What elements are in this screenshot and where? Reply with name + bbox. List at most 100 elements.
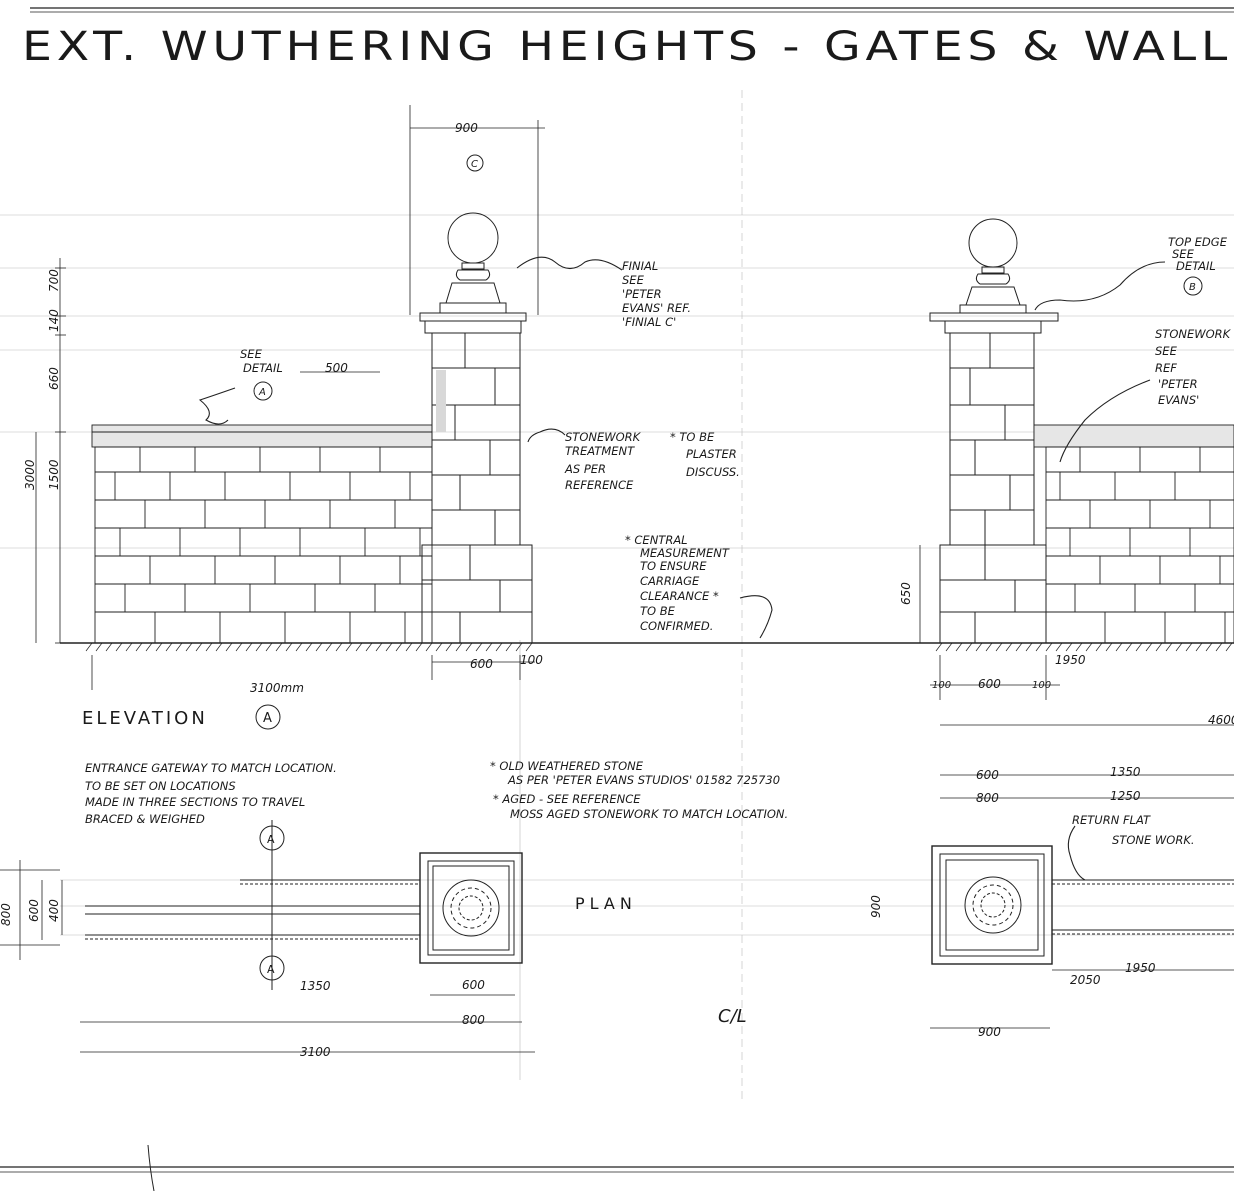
pier-ref-circle	[466, 154, 484, 172]
right-pier	[929, 218, 1059, 644]
elevation-label: ELEVATION	[82, 708, 208, 729]
svg-text:DISCUSS.: DISCUSS.	[686, 465, 740, 479]
right-plan-wall	[1052, 879, 1234, 935]
drawing-title: EXT. WUTHERING HEIGHTS - GATES & WALL	[22, 24, 1232, 70]
svg-text:TOP EDGE: TOP EDGE	[1168, 235, 1228, 249]
dim-p-600b: 600	[462, 978, 485, 992]
svg-text:DETAIL: DETAIL	[243, 361, 283, 375]
right-plan-pier	[931, 845, 1053, 965]
svg-text:MEASUREMENT: MEASUREMENT	[640, 546, 730, 560]
detail-b-circle	[1183, 276, 1203, 296]
dim-r-1250: 1250	[1110, 789, 1141, 803]
elevation-mark-circle	[255, 704, 281, 730]
dim-r-600: 600	[978, 677, 1001, 691]
dim-pier-ref: C	[471, 159, 478, 170]
leader-lines	[198, 256, 1166, 881]
svg-text:CONFIRMED.: CONFIRMED.	[640, 619, 713, 633]
svg-text:DETAIL: DETAIL	[1176, 259, 1216, 273]
dim-1500: 1500	[47, 459, 61, 490]
dim-140: 140	[47, 309, 61, 332]
elevation-mark: A	[263, 711, 272, 726]
svg-text:TO ENSURE: TO ENSURE	[640, 559, 707, 573]
svg-text:SEE: SEE	[622, 273, 645, 287]
note-central: * CENTRAL MEASUREMENT TO ENSURE CARRIAGE…	[625, 533, 730, 633]
svg-text:* AGED - SEE REFERENCE: * AGED - SEE REFERENCE	[493, 792, 641, 806]
svg-text:STONEWORK: STONEWORK	[1155, 327, 1232, 341]
svg-text:SEE: SEE	[240, 347, 263, 361]
note-top-edge: TOP EDGE SEE DETAIL B	[1168, 235, 1228, 296]
note-finial: FINIAL SEE 'PETER EVANS' REF. 'FINIAL C'	[622, 259, 691, 329]
dim-p-400: 400	[47, 899, 61, 922]
detail-a-mark: A	[258, 387, 266, 398]
centerline-label: C/L	[718, 1006, 747, 1027]
dim-700: 700	[47, 269, 61, 292]
dim-r-100a: 100	[932, 680, 951, 691]
dim-r-100b: 100	[1032, 680, 1051, 691]
svg-text:* TO BE: * TO BE	[670, 430, 715, 444]
left-dimensions	[35, 105, 545, 690]
svg-text:EVANS': EVANS'	[1158, 393, 1199, 407]
right-dimensions	[919, 545, 1234, 799]
dim-r-600-plan: 600	[976, 768, 999, 782]
svg-text:CLEARANCE *: CLEARANCE *	[640, 589, 719, 603]
svg-text:MOSS AGED STONEWORK TO MATCH L: MOSS AGED STONEWORK TO MATCH LOCATION.	[510, 807, 788, 821]
clearance-leader	[739, 595, 773, 639]
note-stonework-r: STONEWORK SEE REF 'PETER EVANS'	[1155, 327, 1232, 407]
annotations: SEE DETAIL A FINIAL SEE 'PETER EVANS' RE…	[85, 235, 1232, 847]
svg-text:SEE: SEE	[1172, 247, 1195, 261]
dim-p-2050: 2050	[1070, 973, 1101, 987]
dim-r-4600: 4600	[1208, 713, 1234, 727]
dim-500: 500	[325, 361, 348, 375]
sheet-border	[0, 7, 1234, 1191]
svg-text:FINIAL: FINIAL	[622, 259, 658, 273]
dim-650: 650	[899, 582, 913, 605]
svg-text:AS PER: AS PER	[564, 462, 606, 476]
svg-text:* CENTRAL: * CENTRAL	[625, 533, 688, 547]
dim-p-800: 800	[0, 903, 13, 926]
svg-text:PLASTER: PLASTER	[686, 447, 737, 461]
dim-3100mm: 3100mm	[250, 681, 304, 695]
left-plan-pier	[419, 852, 523, 964]
plan-dimensions	[0, 860, 1234, 1053]
svg-text:BRACED & WEIGHED: BRACED & WEIGHED	[85, 812, 205, 826]
right-wall	[1033, 424, 1234, 644]
dim-p-900b: 900	[978, 1025, 1001, 1039]
svg-text:CARRIAGE: CARRIAGE	[640, 574, 700, 588]
top-edge-leader	[1034, 261, 1166, 311]
note-stonework: STONEWORK TREATMENT AS PER REFERENCE	[564, 430, 642, 492]
svg-text:ENTRANCE GATEWAY TO MATCH LOCA: ENTRANCE GATEWAY TO MATCH LOCATION.	[85, 761, 337, 775]
plan-label: PLAN	[575, 894, 637, 913]
left-wall	[91, 424, 433, 644]
svg-text:REFERENCE: REFERENCE	[565, 478, 634, 492]
svg-text:AS PER 'PETER EVANS STUDIOS' 0: AS PER 'PETER EVANS STUDIOS' 01582 72573…	[507, 773, 780, 787]
svg-text:* OLD WEATHERED STONE: * OLD WEATHERED STONE	[490, 759, 644, 773]
dim-r-800-plan: 800	[976, 791, 999, 805]
svg-text:STONEWORK: STONEWORK	[565, 430, 642, 444]
plan-view	[0, 820, 1234, 1053]
svg-text:'PETER: 'PETER	[622, 287, 662, 301]
svg-text:'FINIAL C': 'FINIAL C'	[622, 315, 676, 329]
svg-text:TO BE: TO BE	[640, 604, 676, 618]
section-marker-a-top: A	[267, 833, 275, 846]
dim-base-600: 600	[470, 657, 493, 671]
dim-r-1950: 1950	[1055, 653, 1086, 667]
finial-leader	[516, 256, 623, 271]
left-elevation	[35, 105, 1234, 690]
dim-3000: 3000	[23, 459, 37, 490]
view-labels: ELEVATION A PLAN C/L A A	[82, 704, 747, 1027]
svg-text:STONE WORK.: STONE WORK.	[1112, 833, 1195, 847]
detail-b-mark: B	[1189, 282, 1196, 293]
dim-r-1350: 1350	[1110, 765, 1141, 779]
left-plan-wall	[85, 879, 420, 940]
left-pier	[419, 212, 533, 644]
svg-text:RETURN FLAT: RETURN FLAT	[1072, 813, 1151, 827]
dim-p-900: 900	[869, 895, 883, 918]
detail-a-circle	[253, 381, 273, 401]
dim-pier-900: 900	[455, 121, 478, 135]
dim-p-1950: 1950	[1125, 961, 1156, 975]
right-elevation	[919, 218, 1234, 799]
section-markers	[259, 820, 285, 990]
dim-p-3100: 3100	[300, 1045, 331, 1059]
dim-base-100: 100	[520, 653, 543, 667]
